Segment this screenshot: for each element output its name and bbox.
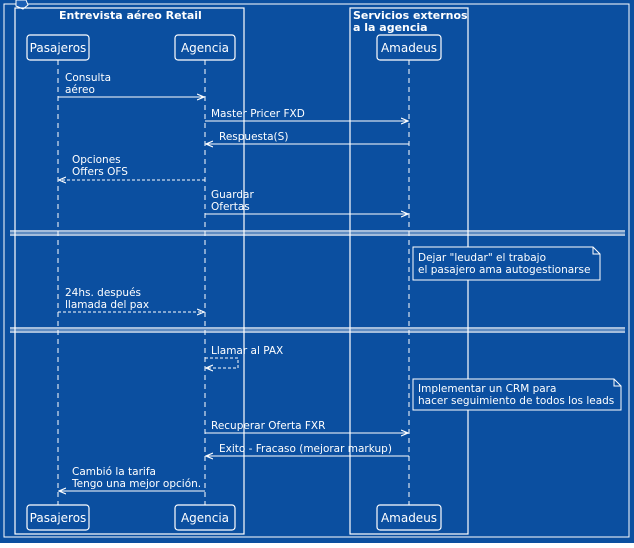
message-cambio-tarifa: Cambió la tarifa Tengo una mejor opción. — [59, 466, 205, 491]
message-label: Exito - Fracaso (mejorar markup) — [219, 443, 392, 455]
note-text: hacer seguimiento de todos los leads — [418, 395, 614, 407]
box-entrevista-title: Entrevista aéreo Retail — [59, 9, 202, 22]
note-leudar: Dejar "leudar" el trabajo el pasajero am… — [412, 246, 601, 281]
note-crm: Implementar un CRM para hacer seguimient… — [412, 378, 622, 411]
participant-amadeus-bottom: Amadeus — [376, 504, 442, 531]
note-text: Implementar un CRM para — [418, 383, 556, 395]
participant-agencia-label: Agencia — [181, 511, 229, 525]
participant-pasajeros-top: Pasajeros — [26, 34, 90, 61]
message-consulta-aereo: Consulta aéreo — [58, 72, 204, 97]
participant-pasajeros-label: Pasajeros — [30, 41, 87, 55]
message-label: Llamar al PAX — [211, 345, 283, 357]
participant-agencia-top: Agencia — [174, 34, 236, 61]
message-label: Consulta — [65, 72, 111, 84]
participant-pasajeros-label: Pasajeros — [30, 511, 87, 525]
message-label: Respuesta(S) — [219, 131, 288, 143]
participant-agencia-label: Agencia — [181, 41, 229, 55]
box-servicios-title-line2: a la agencia — [353, 21, 428, 34]
participant-agencia-bottom: Agencia — [174, 504, 236, 531]
message-label: llamada del pax — [65, 299, 149, 311]
message-label: Offers OFS — [72, 166, 128, 178]
participant-amadeus-label: Amadeus — [381, 511, 437, 525]
diagram-border — [3, 3, 630, 538]
message-recuperar-oferta: Recuperar Oferta FXR — [205, 420, 408, 433]
box-entrevista: Entrevista aéreo Retail — [14, 7, 245, 535]
message-guardar-ofertas: Guardar Ofertas — [205, 189, 408, 214]
participant-amadeus-top: Amadeus — [376, 34, 442, 61]
message-opciones-ofs: Opciones Offers OFS — [59, 154, 205, 180]
message-label: Recuperar Oferta FXR — [211, 420, 325, 432]
message-label: aéreo — [65, 84, 95, 96]
message-label: 24hs. después — [65, 287, 141, 299]
message-respuesta: Respuesta(S) — [206, 131, 409, 144]
note-text: Dejar "leudar" el trabajo — [418, 252, 546, 264]
divider-1 — [10, 230, 625, 236]
note-text: el pasajero ama autogestionarse — [418, 264, 590, 276]
message-exito-fracaso: Exito - Fracaso (mejorar markup) — [206, 443, 409, 456]
message-master-pricer: Master Pricer FXD — [205, 108, 408, 121]
participant-pasajeros-bottom: Pasajeros — [26, 504, 90, 531]
box-servicios-title-line1: Servicios externos — [353, 9, 468, 22]
message-label: Ofertas — [211, 201, 250, 213]
message-label: Opciones — [72, 154, 121, 166]
message-llamar-pax: Llamar al PAX — [205, 345, 283, 368]
message-label: Guardar — [211, 189, 254, 201]
divider-2 — [10, 327, 625, 333]
message-label: Master Pricer FXD — [211, 108, 305, 120]
message-24hs: 24hs. después llamada del pax — [58, 287, 204, 312]
message-label: Cambió la tarifa — [72, 466, 156, 478]
message-label: Tengo una mejor opción. — [71, 478, 201, 490]
corner-logo-icon — [15, 0, 29, 10]
participant-amadeus-label: Amadeus — [381, 41, 437, 55]
